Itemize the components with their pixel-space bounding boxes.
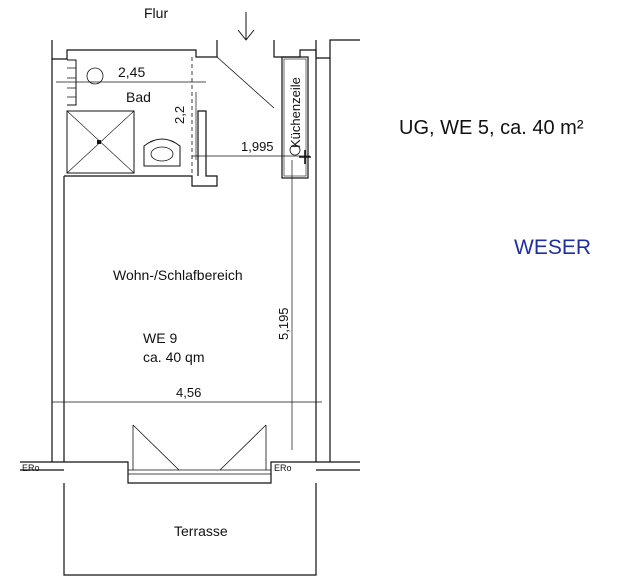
building-name: WESER bbox=[514, 236, 592, 259]
label-living-area: Wohn-/Schlafbereich bbox=[113, 267, 243, 283]
label-terrace: Terrasse bbox=[174, 523, 228, 539]
dim-room-width: 4,56 bbox=[176, 385, 201, 400]
label-bathroom: Bad bbox=[126, 89, 151, 105]
label-apartment-area: ca. 40 qm bbox=[143, 349, 204, 365]
dim-hall-width: 1,995 bbox=[241, 139, 274, 154]
dim-room-depth: 5,195 bbox=[276, 307, 291, 340]
label-kitchenette: Küchenzeile bbox=[288, 77, 303, 148]
dim-bath-width: 2,45 bbox=[118, 64, 145, 80]
unit-heading: UG, WE 5, ca. 40 m² bbox=[399, 117, 584, 139]
label-apartment-number: WE 9 bbox=[143, 330, 177, 346]
label-hallway: Flur bbox=[144, 5, 168, 21]
label-sill-right: ERo bbox=[274, 463, 292, 473]
dim-bath-depth: 2,2 bbox=[172, 106, 187, 124]
label-sill-left: ERo bbox=[22, 463, 40, 473]
